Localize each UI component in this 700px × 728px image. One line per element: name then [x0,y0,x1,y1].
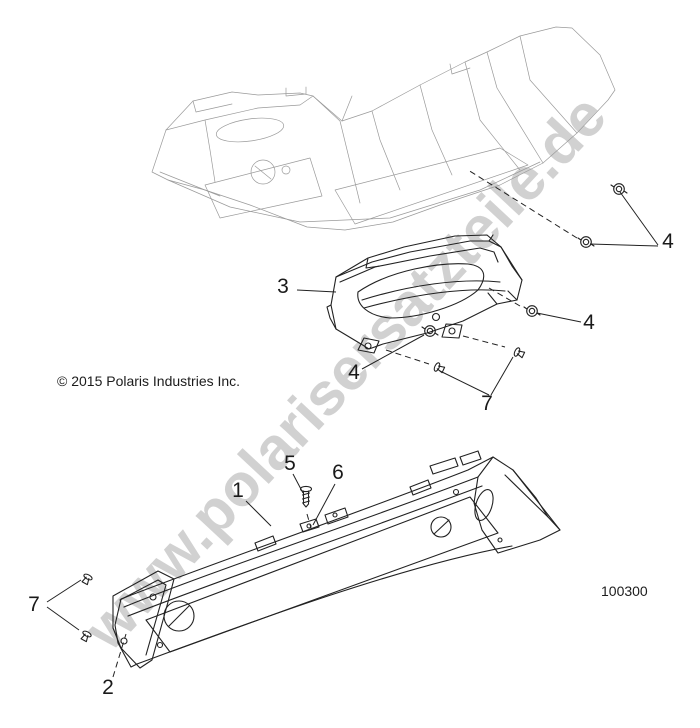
callout-6: 6 [332,461,344,484]
front-bumper-drawing [112,450,561,669]
push-rivet-icon [80,630,92,643]
copyright-notice: © 2015 Polaris Industries Inc. [57,373,241,389]
push-rivet-icon [81,573,93,586]
drawing-number: 100300 [601,583,648,599]
flange-nut-icon [577,236,595,248]
fasteners [80,183,628,643]
callout-1: 1 [232,479,244,502]
flange-nut-icon [421,325,439,337]
bumper-end-cap-drawing [112,570,195,669]
mounting-bracket-drawing [326,234,523,354]
callout-4b: 4 [583,311,595,334]
leader-lines [46,169,659,678]
callout-7a: 7 [481,392,493,415]
callout-2: 2 [102,676,114,699]
callout-4a: 4 [662,230,674,253]
push-rivet-icon [433,362,446,374]
front-fascia-drawing [151,26,616,231]
screw-icon [299,485,313,508]
push-rivet-icon [513,347,526,359]
callout-7b: 7 [28,593,40,616]
callout-5: 5 [284,452,296,475]
callout-4c: 4 [348,361,360,384]
flange-nut-icon [610,183,628,195]
flange-nut-icon [523,305,541,317]
callout-3: 3 [277,275,289,298]
